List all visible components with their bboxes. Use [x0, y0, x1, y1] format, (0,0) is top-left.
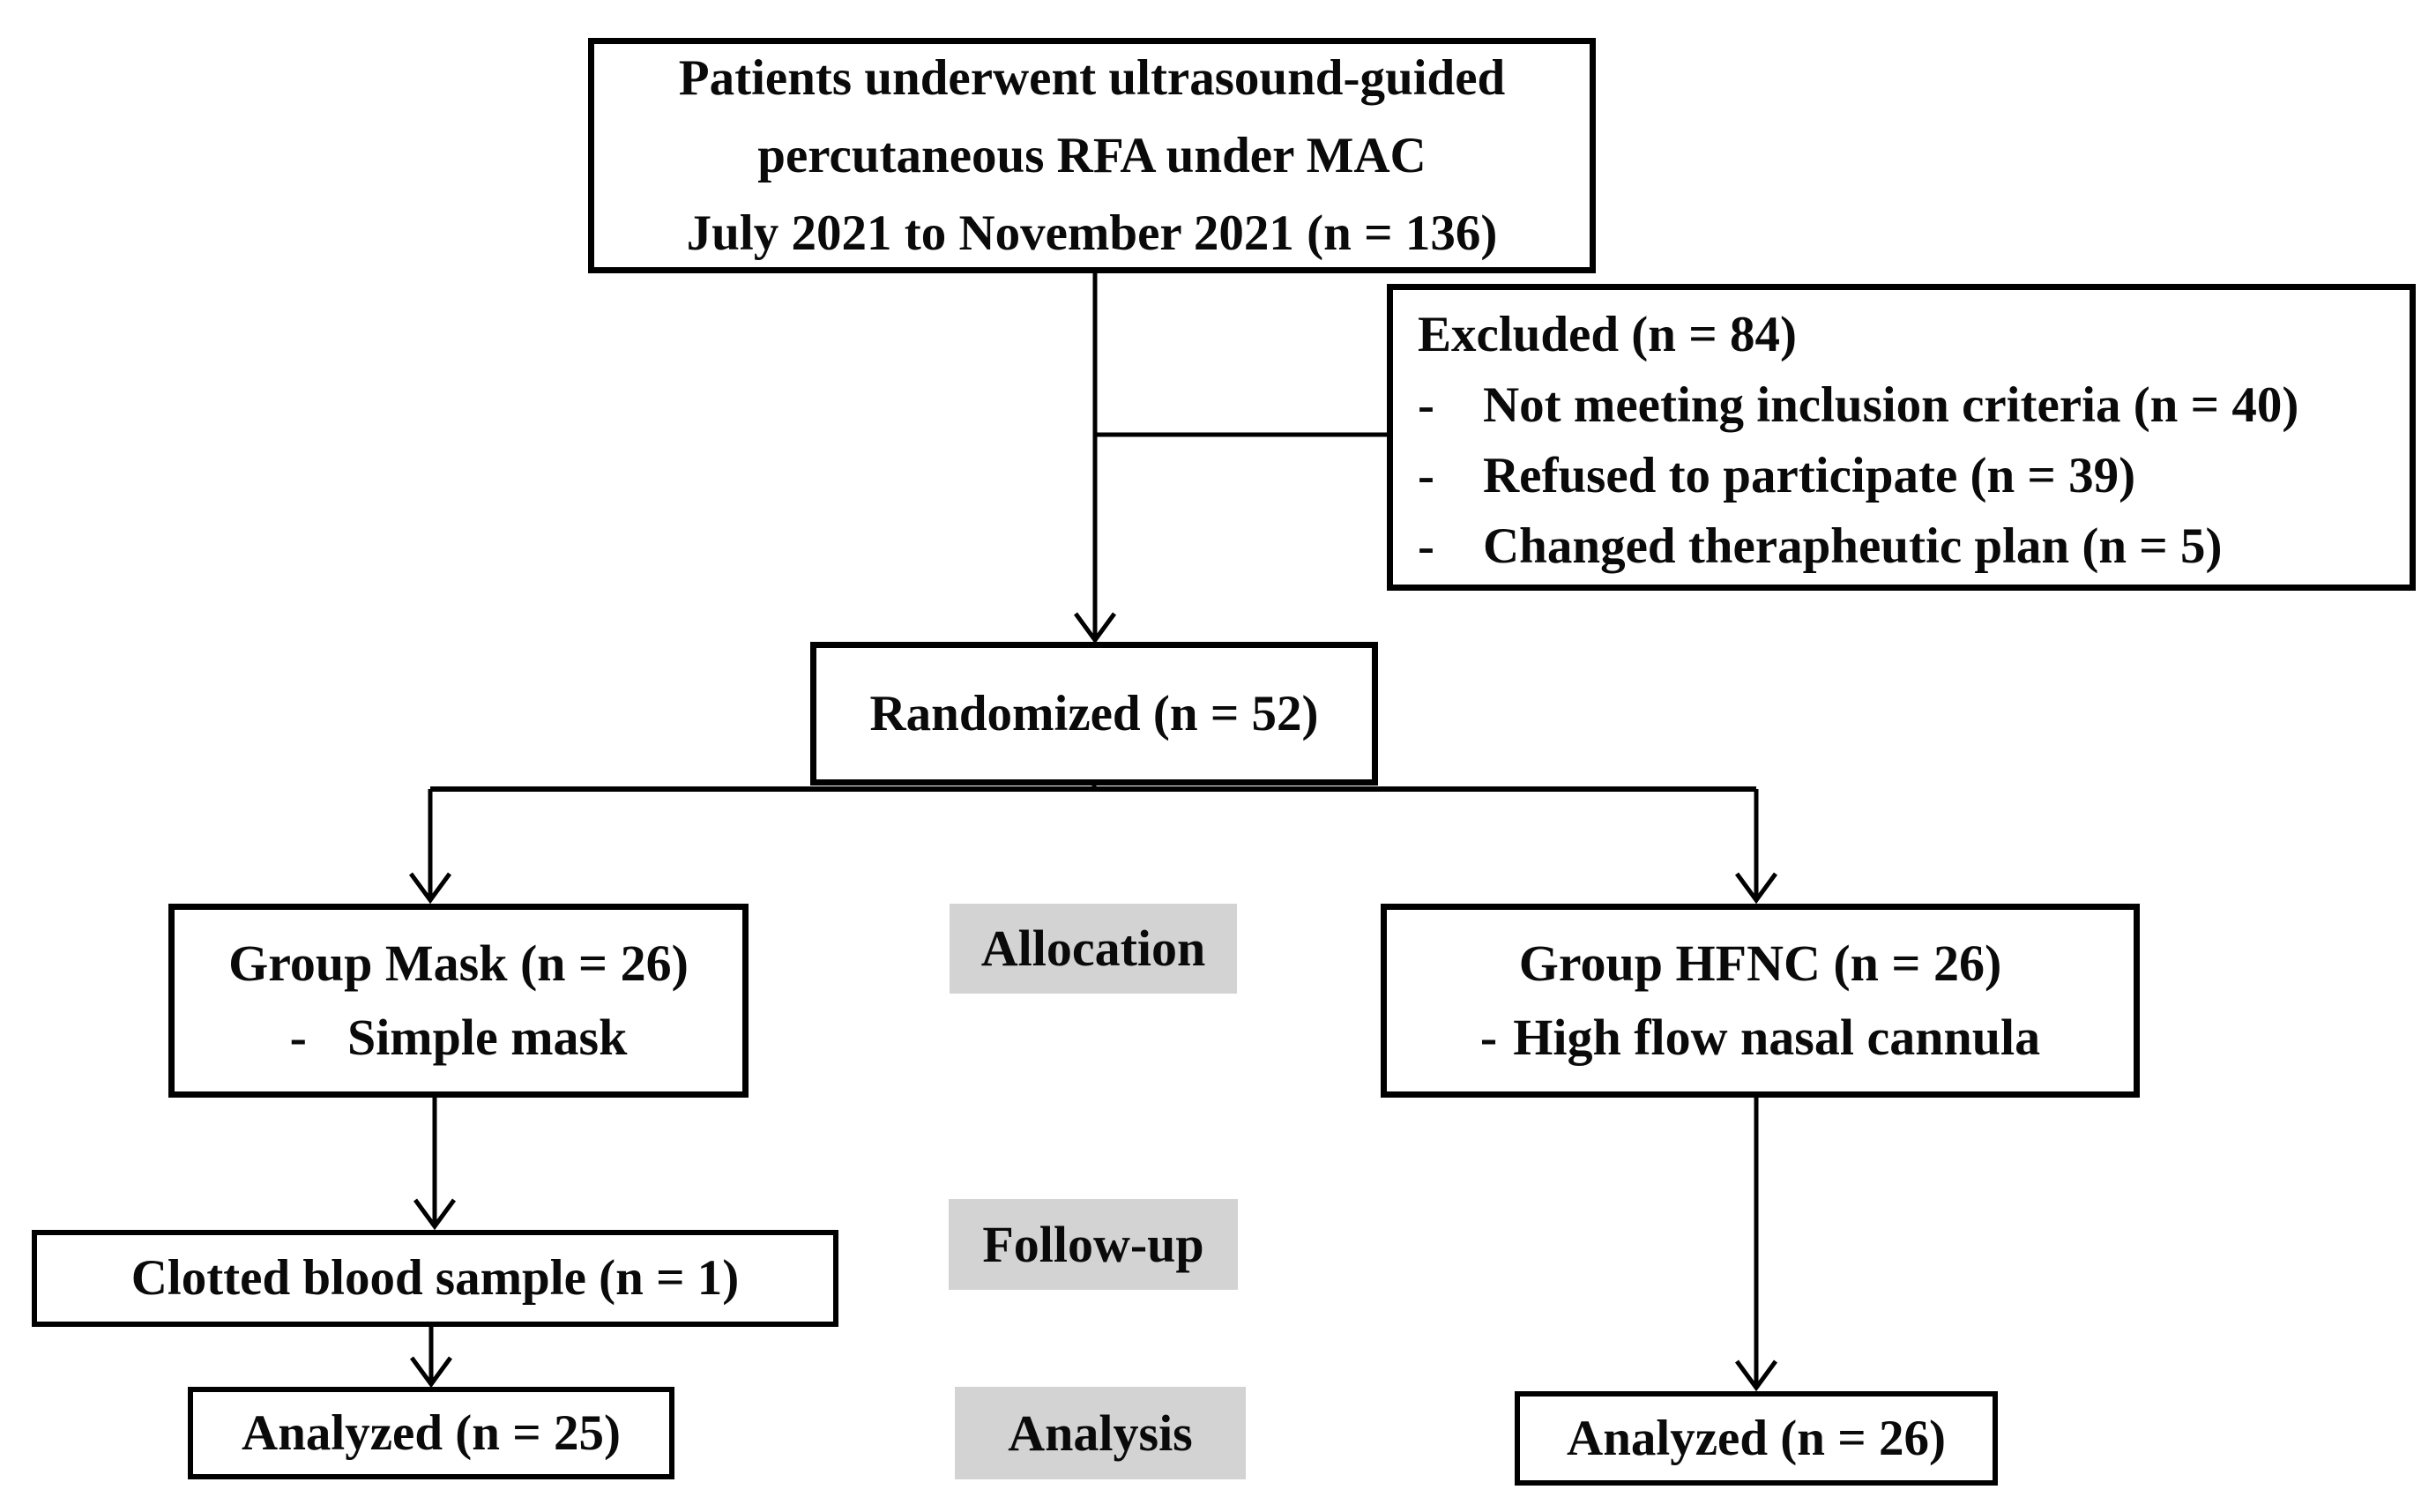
group-mask-item: Simple mask	[346, 1009, 628, 1066]
randomized-box: Randomized (n = 52)	[810, 642, 1378, 786]
group-hfnc-box: Group HFNC (n = 26) - High flow nasal ca…	[1381, 904, 2140, 1098]
excluded-content: Excluded (n = 84) - Not meeting inclusio…	[1393, 284, 2410, 591]
list-dash-marker: -	[1418, 448, 1434, 503]
enrollment-line-1: Patients underwent ultrasound-guided	[678, 49, 1506, 106]
randomized-label: Randomized (n = 52)	[869, 685, 1319, 741]
analyzed-mask-label: Analyzed (n = 25)	[242, 1404, 621, 1461]
excluded-item-row: - Not meeting inclusion criteria (n = 40…	[1418, 370, 2392, 441]
enrollment-line-3: July 2021 to November 2021 (n = 136)	[686, 205, 1498, 261]
enrollment-line-2: percutaneous RFA under MAC	[757, 127, 1427, 183]
excluded-item-3: Changed therapheutic plan (n = 5)	[1483, 518, 2223, 574]
stage-label-follow-up: Follow-up	[949, 1199, 1238, 1290]
stage-label-allocation: Allocation	[950, 904, 1237, 994]
group-mask-item-row: - Simple mask	[290, 1001, 628, 1075]
excluded-item-row: - Changed therapheutic plan (n = 5)	[1418, 511, 2392, 582]
arrowhead-group-mask	[408, 872, 452, 905]
list-dash-marker: -	[1418, 377, 1434, 433]
stage-label-analysis: Analysis	[955, 1387, 1246, 1479]
analyzed-hfnc-label: Analyzed (n = 26)	[1567, 1410, 1946, 1466]
arrowhead-analyzed-hfnc	[1734, 1359, 1778, 1392]
list-dash-marker: -	[1479, 1009, 1498, 1066]
arrowhead-clotted	[413, 1198, 457, 1231]
analyzed-mask-box: Analyzed (n = 25)	[188, 1387, 674, 1479]
group-hfnc-item-row: - High flow nasal cannula	[1480, 1001, 2040, 1075]
group-mask-title: Group Mask (n = 26)	[228, 935, 689, 992]
list-dash-marker: -	[289, 1009, 307, 1066]
excluded-title: Excluded (n = 84)	[1418, 307, 1797, 362]
excluded-box: Excluded (n = 84) - Not meeting inclusio…	[1387, 284, 2416, 591]
excluded-item-row: - Refused to participate (n = 39)	[1418, 441, 2392, 511]
group-hfnc-item: High flow nasal cannula	[1513, 1009, 2041, 1066]
excluded-item-2: Refused to participate (n = 39)	[1483, 448, 2136, 503]
clotted-label: Clotted blood sample (n = 1)	[130, 1250, 740, 1306]
enrollment-box: Patients underwent ultrasound-guided per…	[588, 38, 1596, 273]
arrowhead-randomized	[1073, 612, 1117, 644]
group-hfnc-title: Group HFNC (n = 26)	[1518, 935, 2002, 992]
analyzed-hfnc-box: Analyzed (n = 26)	[1515, 1391, 1998, 1486]
arrowhead-analyzed-mask	[409, 1356, 453, 1389]
clotted-blood-sample-box: Clotted blood sample (n = 1)	[32, 1230, 838, 1327]
list-dash-marker: -	[1418, 518, 1434, 574]
excluded-item-1: Not meeting inclusion criteria (n = 40)	[1483, 377, 2299, 433]
group-mask-box: Group Mask (n = 26) - Simple mask	[168, 904, 749, 1098]
arrowhead-group-hfnc	[1734, 872, 1778, 905]
